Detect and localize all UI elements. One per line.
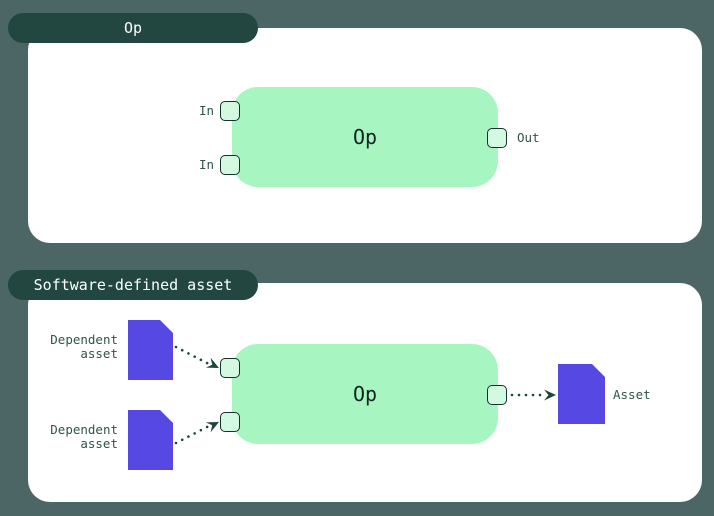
arrowhead-icon (544, 389, 556, 401)
output-port-label: Out (517, 130, 540, 145)
input-port-label: In (198, 157, 214, 172)
dependent-asset-label: Dependent asset (50, 332, 118, 361)
input-port-label: In (198, 103, 214, 118)
input-port-icon (220, 358, 240, 378)
sda-panel: Dependent asset Dependent asset Op Asset (28, 283, 702, 502)
dependency-arrow-line (174, 424, 211, 445)
dependent-asset-document-icon (128, 410, 173, 470)
op-node: Op (232, 87, 498, 187)
sda-section-tab: Software-defined asset (8, 270, 258, 300)
op-panel: Op In In Out (28, 28, 702, 243)
input-port-icon (220, 101, 240, 121)
op-section-tab: Op (8, 13, 258, 43)
input-port-icon (220, 412, 240, 432)
input-port-icon (220, 155, 240, 175)
asset-label: Asset (613, 387, 651, 402)
output-port-icon (487, 128, 507, 148)
dependent-asset-label: Dependent asset (50, 422, 118, 451)
dependent-asset-document-icon (128, 320, 173, 380)
output-port-icon (487, 385, 507, 405)
dependency-arrow-line (174, 345, 211, 366)
asset-document-icon (558, 364, 605, 424)
op-node: Op (232, 344, 498, 444)
